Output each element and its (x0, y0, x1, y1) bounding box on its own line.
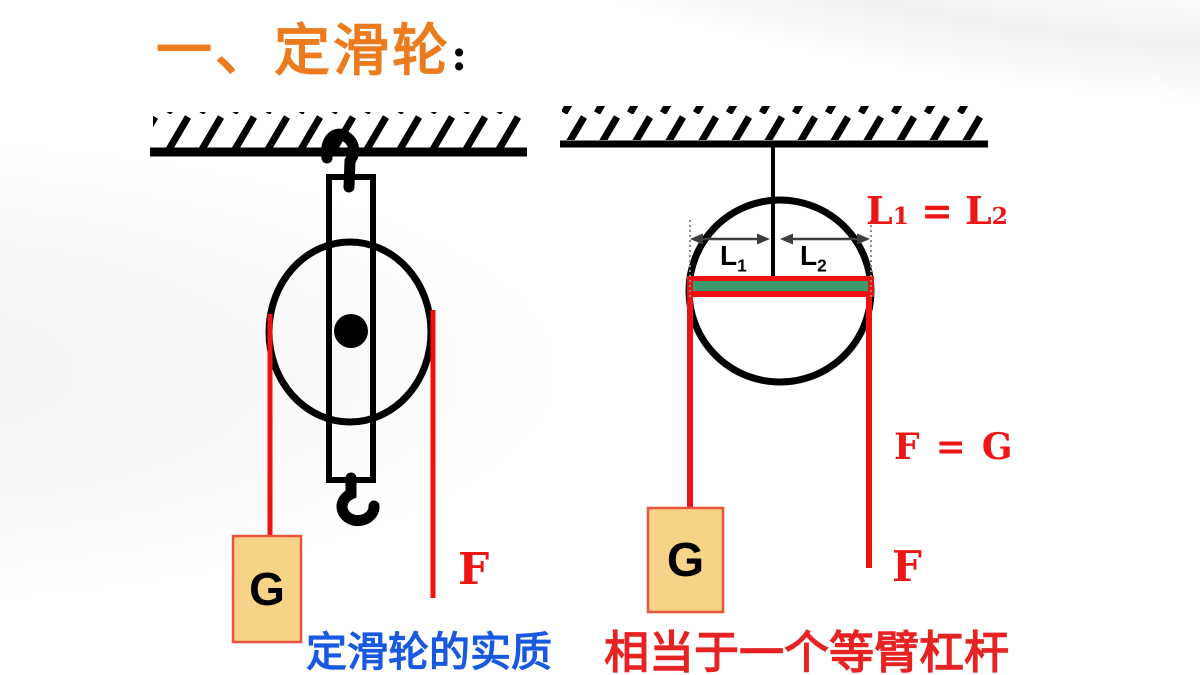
l2-base: L (800, 240, 818, 271)
arm-eq-right-base: L (964, 188, 992, 233)
force-equality-label: F = G (894, 426, 1012, 468)
arm-length-label-l2: L2 (800, 240, 827, 277)
right-ropes (687, 297, 872, 568)
force-eq-sign: = (935, 426, 966, 468)
left-ropes (267, 310, 436, 598)
left-force-label: F (458, 544, 490, 595)
l1-base: L (720, 240, 738, 271)
left-weight-label: G (249, 563, 285, 615)
page-title: 一、定滑轮: (156, 6, 470, 87)
left-caption: 定滑轮的实质 (306, 628, 552, 675)
lower-hook-icon (336, 472, 380, 527)
lever-bar-core (693, 281, 868, 291)
l1-arrowhead-left (690, 233, 703, 245)
right-weight-box (646, 506, 725, 614)
left-ceiling (150, 112, 527, 157)
l1-arrowhead-right (757, 233, 770, 245)
dimension-guides (689, 220, 872, 300)
arm-eq-sign: = (921, 188, 953, 233)
dimension-arrows (690, 233, 870, 245)
l2-subscript: 2 (817, 255, 827, 276)
upper-hook-icon (321, 128, 360, 193)
right-caption: 相当于一个等臂杠杆 (604, 626, 1010, 675)
arm-length-label-l1: L1 (720, 240, 747, 277)
l2-arrowhead-left (780, 233, 793, 245)
arm-eq-left-base: L (866, 188, 893, 233)
page-title-colon: : (451, 30, 471, 81)
left-weight-box (231, 534, 303, 644)
arm-eq-left-sub: 1 (892, 202, 910, 230)
right-weight-label: G (666, 533, 705, 587)
left-pulley-assembly (265, 128, 435, 527)
right-ceiling-hatching (562, 106, 986, 140)
pulley-axle (334, 314, 368, 348)
force-eq-left: F (894, 426, 920, 468)
l2-arrowhead-right (857, 233, 870, 245)
page-title-text: 一、定滑轮 (156, 18, 451, 84)
force-eq-right: G (981, 426, 1013, 468)
l1-subscript: 1 (737, 255, 747, 276)
arm-eq-right-sub: 2 (991, 202, 1009, 230)
lever-bar (687, 276, 874, 297)
right-force-label: F (892, 542, 922, 591)
right-ceiling (560, 106, 988, 148)
